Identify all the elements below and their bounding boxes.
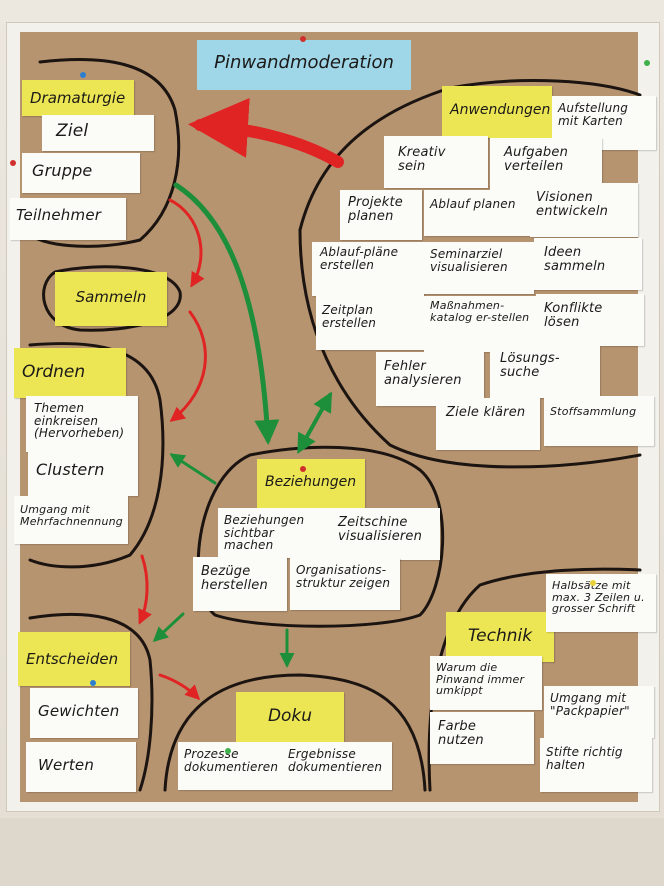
header-ordnen: Ordnen	[14, 348, 126, 398]
outline-doku	[163, 673, 427, 792]
card-gewichten: Gewichten	[30, 688, 138, 738]
outline-entscheiden	[28, 613, 154, 792]
card-clustern: Clustern	[28, 452, 138, 496]
outline-anwendungen-bottom	[298, 228, 642, 469]
card-ablauf: Ablauf planen	[424, 190, 530, 236]
arrow-green-big	[173, 182, 280, 445]
header-dramaturgie: Dramaturgie	[22, 80, 134, 116]
floor	[0, 818, 664, 886]
card-seminarziel: Seminarziel visualisieren	[424, 242, 534, 294]
card-ziele: Ziele klären	[436, 398, 540, 450]
card-stoffsammlung: Stoffsammlung	[544, 396, 654, 446]
card-umgang-papier: Umgang mit "Packpapier"	[544, 686, 654, 738]
card-visionen: Visionen entwickeln	[530, 183, 638, 237]
card-bezuege: Bezüge herstellen	[193, 557, 287, 611]
card-loesung: Lösungs-suche	[490, 346, 600, 398]
arrow-red-3	[138, 554, 152, 625]
arrow-red-1	[168, 198, 205, 288]
card-umgang-mehrfach: Umgang mit Mehrfachnennung	[14, 496, 128, 544]
pin	[590, 580, 596, 586]
arrow-green-down-left	[152, 612, 185, 643]
card-ablaufplaene: Ablauf-pläne erstellen	[312, 242, 424, 296]
card-ziel: Ziel	[42, 115, 154, 151]
card-ideen: Ideen sammeln	[534, 238, 642, 290]
arrow-red-4	[158, 673, 201, 701]
pin	[644, 60, 650, 66]
card-zeitschiene: Zeitschine visualisieren	[330, 508, 440, 560]
outline-dramaturgie	[28, 57, 181, 248]
card-warum: Warum die Pinwand immer umkippt	[430, 656, 542, 710]
card-organisation: Organisations-struktur zeigen	[290, 558, 400, 610]
card-themen: Themen einkreisen (Hervorheben)	[26, 396, 138, 452]
card-teilnehmer: Teilnehmer	[10, 198, 126, 240]
board-title: Pinwandmoderation	[197, 40, 411, 90]
pin	[80, 72, 86, 78]
pin	[90, 680, 96, 686]
card-aufgaben: Aufgaben verteilen	[490, 138, 602, 190]
card-stifte: Stifte richtig halten	[540, 738, 652, 792]
card-halbsaetze: Halbsätze mit max. 3 Zeilen u. grosser S…	[546, 574, 656, 632]
pin	[225, 748, 231, 754]
card-konflikte: Konflikte lösen	[536, 294, 644, 346]
header-anwendungen: Anwendungen	[442, 86, 552, 138]
card-projekte: Projekte planen	[340, 190, 422, 240]
header-technik: Technik	[446, 612, 554, 662]
header-doku: Doku	[236, 692, 344, 742]
arrow-green-double	[297, 391, 332, 454]
card-kreativ: Kreativ sein	[384, 136, 488, 188]
card-gruppe: Gruppe	[22, 153, 140, 193]
pin	[10, 160, 16, 166]
card-massnahmen: Maßnahmen-katalog er-stellen	[424, 296, 536, 352]
card-werten: Werten	[26, 742, 136, 792]
arrows	[138, 97, 344, 701]
arrow-red-big	[188, 97, 344, 168]
pin	[300, 466, 306, 472]
pin	[300, 36, 306, 42]
card-farbe: Farbe nutzen	[430, 712, 534, 764]
card-zeitplan: Zeitplan erstellen	[316, 296, 424, 350]
arrow-red-2	[169, 310, 207, 422]
card-ergebnisse: Ergebnisse dokumentieren	[282, 742, 392, 790]
arrow-green-left	[169, 453, 217, 485]
card-fehler: Fehler analysieren	[376, 352, 484, 406]
header-sammeln: Sammeln	[55, 272, 167, 326]
card-beziehungen-sichtbar: Beziehungen sichtbar machen	[218, 508, 330, 558]
header-beziehungen: Beziehungen	[257, 459, 365, 509]
header-entscheiden: Entscheiden	[18, 632, 130, 686]
